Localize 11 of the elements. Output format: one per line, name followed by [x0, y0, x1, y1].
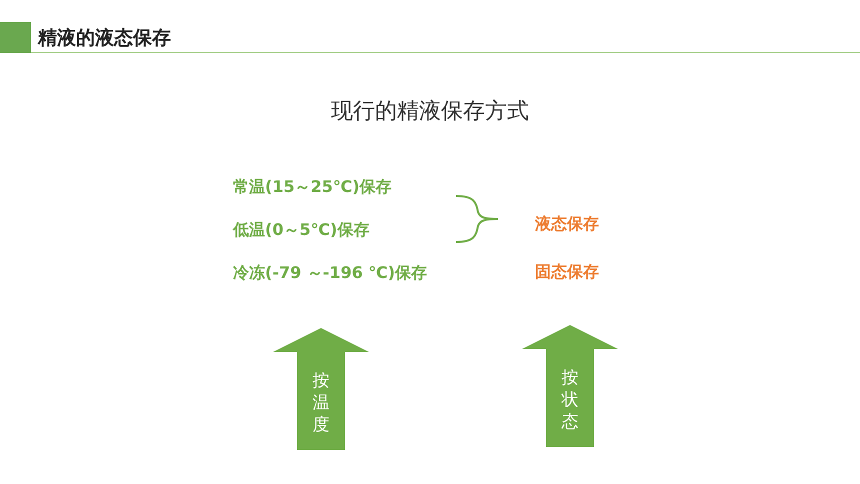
heading: 现行的精液保存方式: [330, 98, 530, 126]
list-item: 冷冻(-79 ～-196 ℃)保存: [233, 263, 428, 284]
up-arrow: [273, 328, 369, 450]
category-text: 固态保存: [535, 262, 599, 283]
arrow-label: 按温度: [312, 370, 330, 436]
list-item: 低温(0～5℃)保存: [233, 220, 370, 241]
category-text: 液态保存: [535, 214, 599, 235]
up-arrow: [522, 325, 618, 447]
arrow-label: 按状态: [560, 367, 580, 433]
slide-title: 精液的液态保存: [38, 26, 171, 51]
list-item: 常温(15～25℃)保存: [233, 177, 392, 198]
